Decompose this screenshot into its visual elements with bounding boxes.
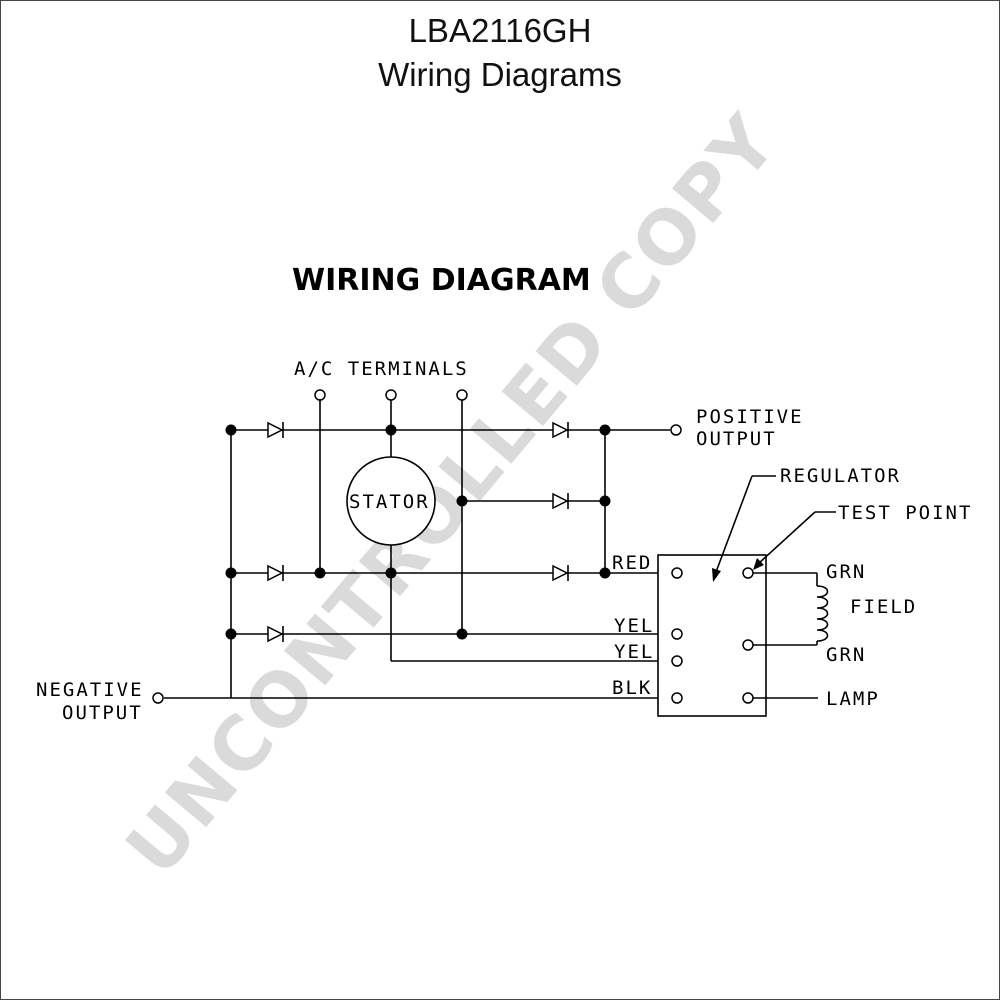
positive-output-label-2: OUTPUT [696, 428, 777, 450]
regulator-label: REGULATOR [780, 465, 901, 487]
positive-output-terminal [670, 424, 682, 436]
wire-label-red: RED [612, 552, 652, 574]
test-point-arrow [753, 558, 764, 570]
diode-2 [552, 421, 569, 439]
diode-4 [267, 564, 284, 582]
wire-label-blk: BLK [612, 677, 652, 699]
model-title: LBA2116GH [408, 12, 592, 49]
diode-5 [552, 564, 569, 582]
test-point-leader [757, 511, 816, 565]
negative-output-terminal [152, 692, 164, 704]
grn-label-bottom: GRN [826, 644, 866, 666]
ac-terminal-1 [314, 389, 326, 401]
positive-output-label-1: POSITIVE [696, 406, 804, 428]
diode-6 [267, 625, 284, 643]
stator-label: STATOR [349, 491, 430, 513]
ac-terminals-label: A/C TERMINALS [294, 358, 469, 380]
ac-terminal-3 [456, 389, 468, 401]
regulator-leader [715, 475, 753, 573]
grn-label-top: GRN [826, 561, 866, 583]
stator-circle [346, 456, 436, 546]
field-label: FIELD [850, 596, 917, 618]
negative-output-label-2: OUTPUT [62, 702, 143, 724]
page-subtitle: Wiring Diagrams [378, 56, 622, 93]
negative-output-label-1: NEGATIVE [36, 679, 144, 701]
regulator-arrow [712, 568, 721, 582]
wire-label-yel-2: YEL [614, 641, 654, 663]
diode-3 [552, 492, 569, 510]
junction-dots [225, 424, 611, 640]
lamp-label: LAMP [826, 688, 880, 710]
diode-1 [267, 421, 284, 439]
ac-terminal-2 [385, 389, 397, 401]
wire-label-yel-1: YEL [614, 615, 654, 637]
diagram-heading: WIRING DIAGRAM [292, 263, 591, 298]
field-coil [816, 585, 829, 642]
test-point-label: TEST POINT [838, 502, 972, 524]
